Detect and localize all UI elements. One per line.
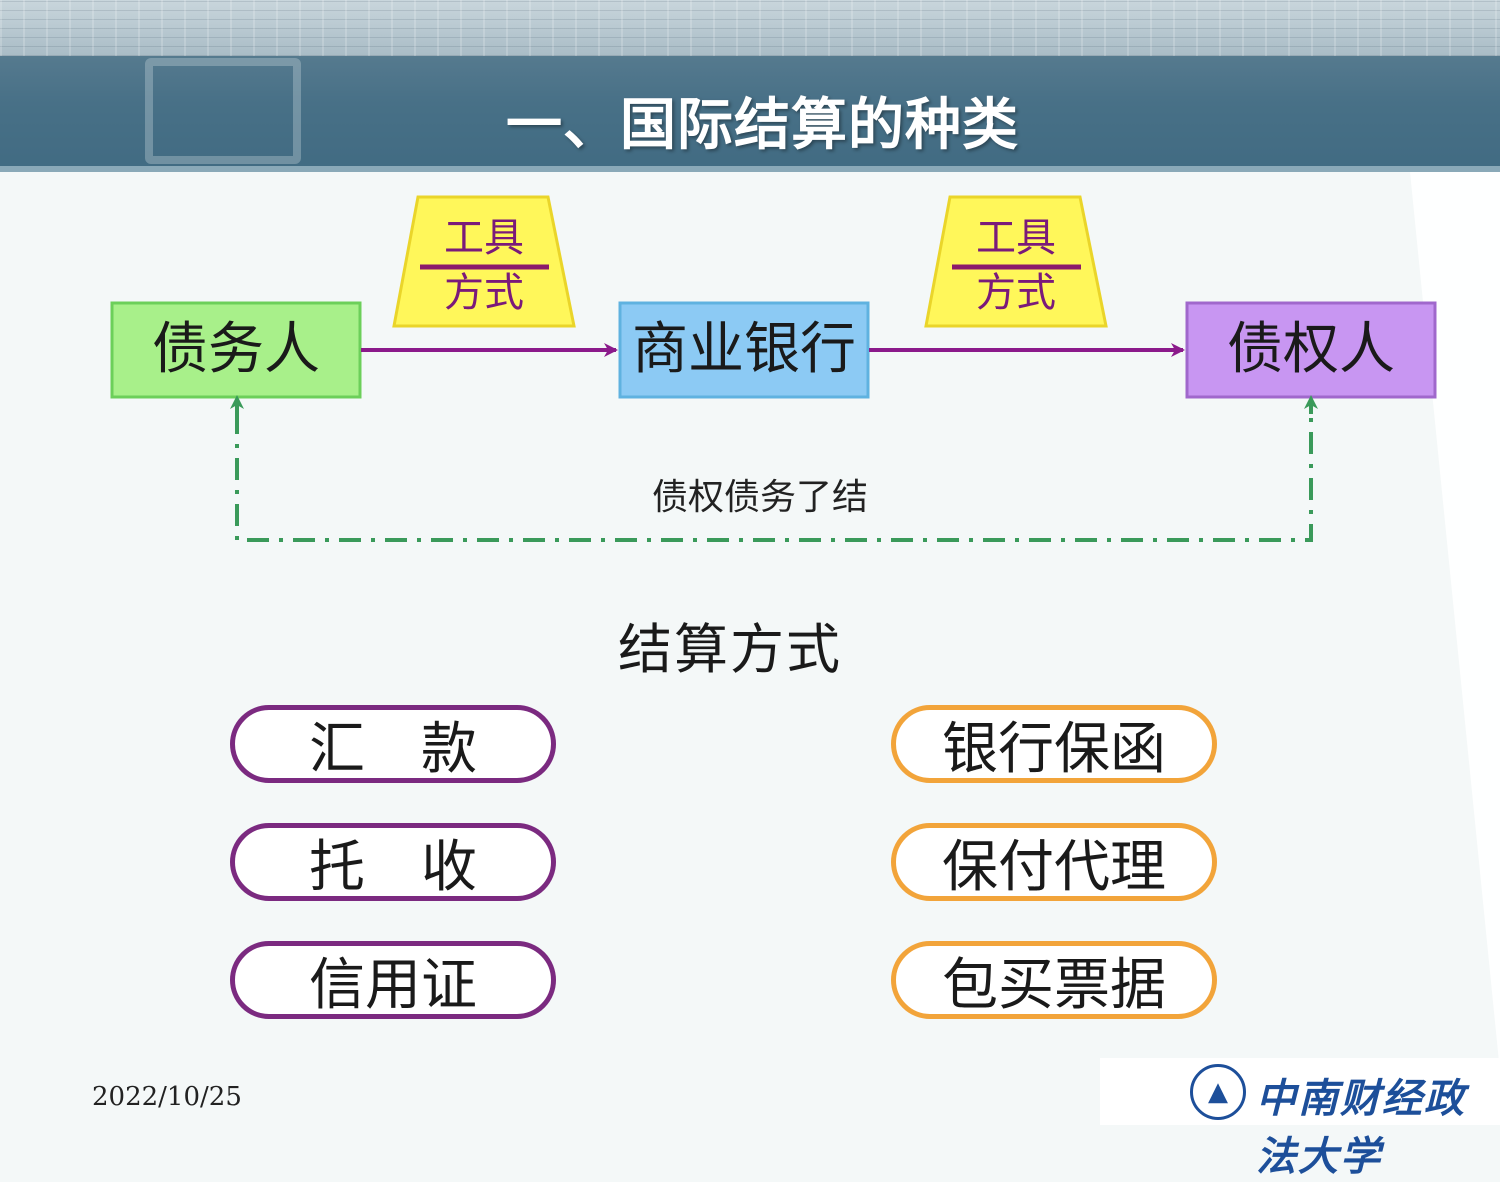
tool-label-2: 工具 — [976, 215, 1056, 261]
banner-divider — [0, 166, 1500, 172]
bank-box — [618, 301, 870, 399]
page-title: 一、国际结算的种类 — [506, 93, 1019, 158]
debtor-label: 债务人 — [152, 317, 320, 382]
title-band — [0, 56, 1500, 168]
method-forfaiting: 包买票据 — [891, 941, 1217, 1019]
method-label-2: 方式 — [976, 270, 1056, 316]
slide-date: 2022/10/25 — [92, 1082, 242, 1112]
method-collection: 托 收 — [230, 823, 556, 901]
creditor-label: 债权人 — [1227, 317, 1395, 382]
settlement-loop-line — [235, 412, 1313, 542]
method-remittance: 汇 款 — [230, 705, 556, 783]
logo-area — [1100, 1058, 1500, 1125]
method-factoring: 保付代理 — [891, 823, 1217, 901]
bank-label: 商业银行 — [632, 317, 856, 382]
tool-method-trapezoid-1 — [392, 195, 576, 328]
method-letter-of-credit: 信用证 — [230, 941, 556, 1019]
method-label-1: 方式 — [444, 270, 524, 316]
debtor-box — [110, 301, 362, 399]
university-emblem-icon: ▲ — [1190, 1064, 1246, 1120]
methods-title: 结算方式 — [618, 618, 842, 681]
university-logo-text: 中南财经政法大学 — [1256, 1075, 1466, 1180]
settlement-flow-diagram — [110, 195, 1437, 542]
tool-method-trapezoid-2 — [924, 195, 1108, 328]
tool-label-1: 工具 — [444, 215, 524, 261]
method-bank-guarantee: 银行保函 — [891, 705, 1217, 783]
creditor-box — [1185, 301, 1437, 399]
settlement-label: 债权债务了结 — [651, 477, 868, 518]
title-banner — [0, 0, 1500, 172]
monitor-watermark-icon — [145, 58, 301, 164]
map-background — [0, 0, 1500, 56]
